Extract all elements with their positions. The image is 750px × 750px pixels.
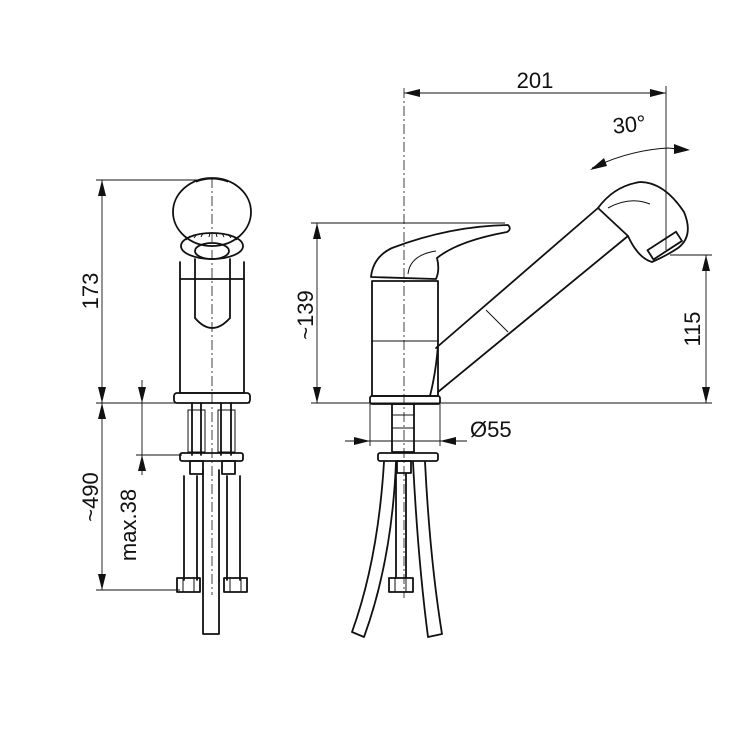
front-nut: [396, 460, 412, 474]
side-rod-sleeve-left: [187, 409, 206, 453]
label-115: 115: [680, 311, 705, 346]
front-lever-detail: [407, 250, 437, 275]
front-body: [371, 280, 439, 397]
side-hose-loop: [194, 258, 231, 329]
front-mounting-plate: [377, 452, 439, 462]
front-hex: [388, 577, 414, 593]
dimension-115: [670, 254, 712, 403]
front-spray-head-detail: [607, 200, 651, 209]
dimension-201: [404, 86, 667, 250]
label-173: 173: [78, 273, 103, 310]
side-pullout-hose: [202, 469, 220, 635]
side-view: [172, 177, 252, 635]
front-hose-left: [351, 461, 397, 638]
front-lever-handle: [370, 224, 511, 280]
label-490: ~490: [78, 472, 103, 522]
front-spout-joint: [485, 309, 509, 333]
front-spray-head: [597, 181, 689, 263]
dimension-max-38: [136, 380, 182, 475]
front-tube-threads: [392, 414, 414, 442]
side-nut-left: [189, 460, 204, 475]
side-supply-hose-right: [226, 475, 241, 581]
side-hex-right: [223, 577, 248, 593]
front-view: [351, 88, 689, 638]
side-spray-head-inner: [194, 242, 230, 260]
front-hose-right: [412, 461, 443, 638]
front-spray-nozzle: [646, 230, 683, 261]
side-hex-left: [176, 577, 201, 593]
label-139: ~139: [293, 290, 318, 340]
front-hose-center: [395, 473, 407, 579]
side-nut-right: [221, 460, 236, 475]
dimension-173: [96, 179, 250, 404]
side-mounting-plate: [179, 452, 244, 462]
front-spout-top: [435, 207, 599, 349]
front-spout-root: [429, 344, 439, 397]
side-rod-sleeve-right: [217, 409, 236, 453]
dimension-490: [96, 403, 180, 591]
front-spout-bottom: [437, 235, 629, 393]
side-handle-highlight: [195, 178, 229, 183]
label-diameter-55: Ø55: [470, 417, 512, 442]
side-threaded-rods: [191, 402, 232, 456]
dimension-30-deg: [590, 144, 690, 170]
dimension-139: [311, 222, 712, 404]
dimension-diameter-55: [345, 404, 467, 446]
side-handle-ball: [172, 177, 252, 247]
label-201: 201: [517, 68, 554, 93]
side-supply-hose-left: [183, 475, 198, 581]
label-max-38: max.38: [116, 489, 141, 561]
side-spray-nozzles: [185, 232, 238, 241]
label-30-deg: 30°: [611, 110, 647, 138]
